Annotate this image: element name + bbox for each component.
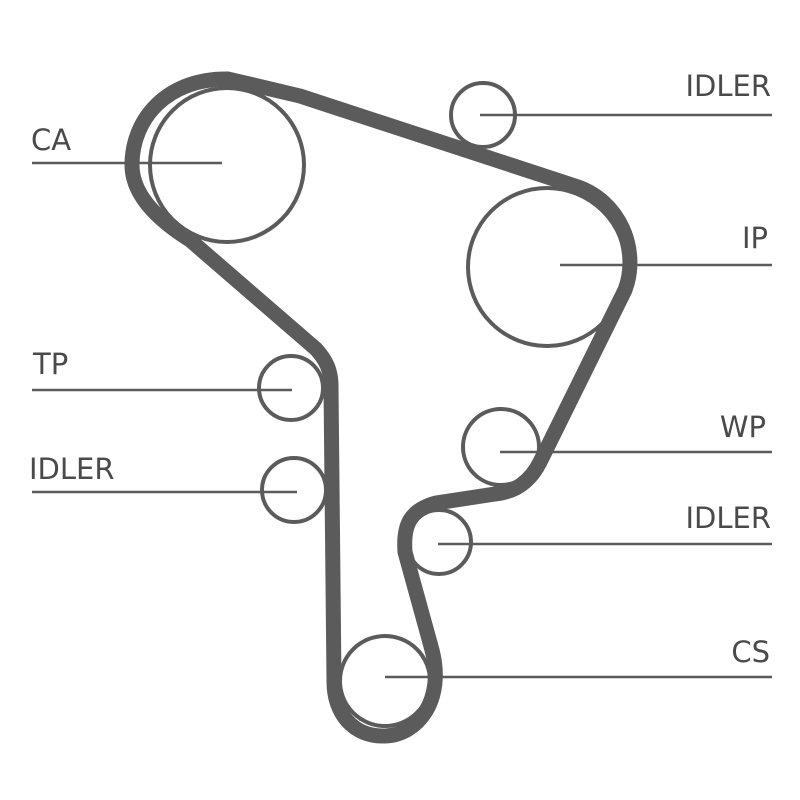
idler-right-label: IDLER: [685, 501, 771, 535]
idler-left-pulley: [260, 456, 328, 524]
ip-pulley: [466, 186, 628, 348]
ip-label: IP: [741, 221, 768, 255]
ca-label: CA: [31, 123, 72, 157]
cs-label: CS: [731, 635, 770, 669]
wp-pulley: [461, 407, 541, 487]
wp-label: WP: [719, 410, 766, 444]
timing-belt: [124, 71, 638, 744]
tp-pulley: [257, 354, 325, 422]
idler-right-pulley: [405, 508, 473, 576]
idler-left-label: IDLER: [29, 452, 115, 486]
tp-label: TP: [33, 347, 69, 381]
idler-top-label: IDLER: [685, 69, 771, 103]
cs-pulley: [338, 634, 432, 728]
ca-pulley: [148, 86, 306, 244]
